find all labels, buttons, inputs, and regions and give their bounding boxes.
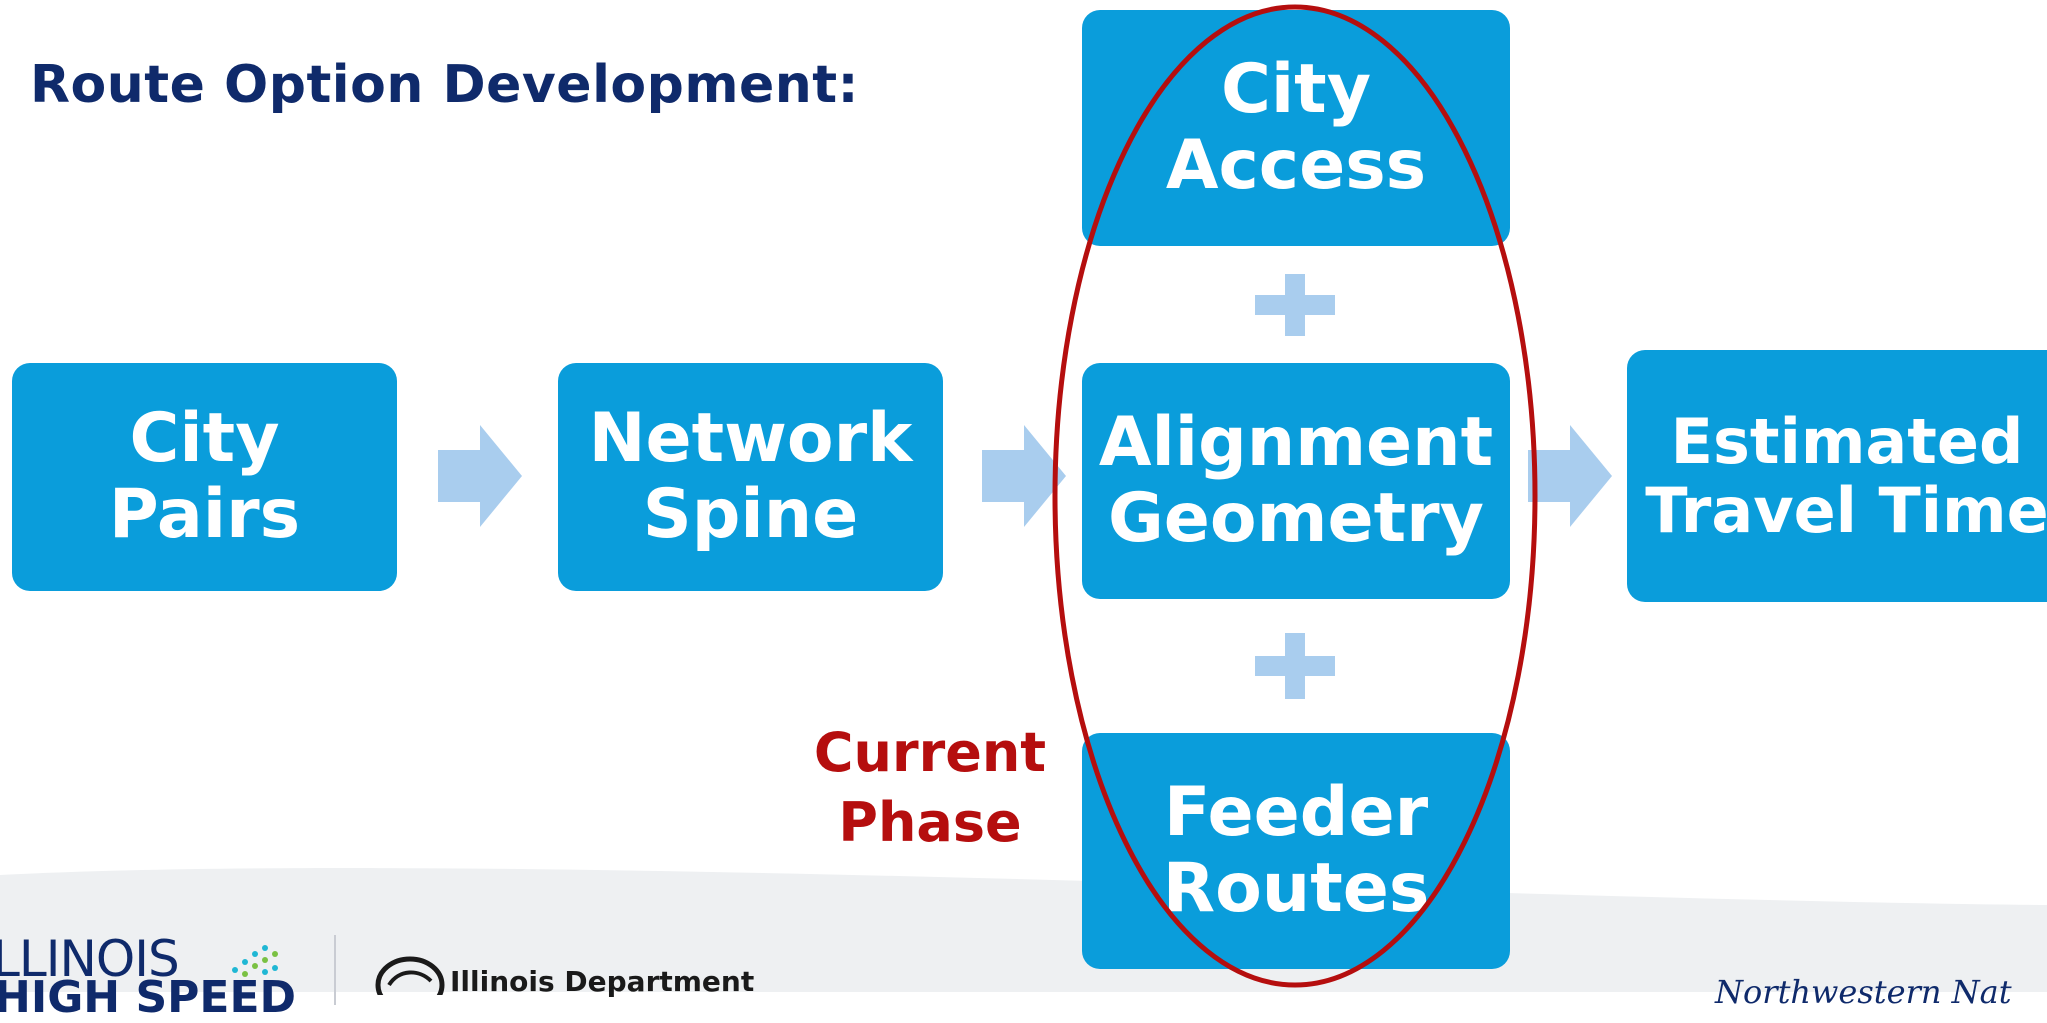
idot-logo-text: Illinois Department <box>450 965 755 998</box>
idot-logo-icon <box>375 956 445 995</box>
arrow-right-icon <box>438 425 522 527</box>
alignment-geometry-box: Alignment Geometry <box>1082 363 1510 599</box>
city-access-box: City Access <box>1082 10 1510 246</box>
network-spine-label: Network Spine <box>588 398 913 554</box>
feeder-routes-label: Feeder Routes <box>1162 772 1430 928</box>
arrow-right-icon <box>982 425 1066 527</box>
logo-divider <box>334 935 336 1005</box>
estimated-travel-time-box: Estimated Travel Time <box>1627 350 2047 602</box>
city-pairs-label: City Pairs <box>108 398 301 554</box>
speed-dots-icon <box>232 945 278 977</box>
feeder-routes-box: Feeder Routes <box>1082 733 1510 969</box>
illinois-high-speed-logo-text: LLINOIS <box>0 930 180 988</box>
estimated-travel-time-label: Estimated Travel Time <box>1645 404 2047 547</box>
tagline-text: Northwestern Nat <box>1715 973 2012 1011</box>
network-spine-box: Network Spine <box>558 363 943 591</box>
plus-icon <box>1255 633 1335 699</box>
alignment-geometry-label: Alignment Geometry <box>1098 402 1494 558</box>
page-title: Route Option Development: <box>30 55 859 115</box>
arrow-right-icon <box>1528 425 1612 527</box>
city-pairs-box: City Pairs <box>12 363 397 591</box>
city-access-label: City Access <box>1165 49 1427 205</box>
current-phase-label: Current Phase <box>813 721 1047 855</box>
plus-icon <box>1255 274 1335 336</box>
